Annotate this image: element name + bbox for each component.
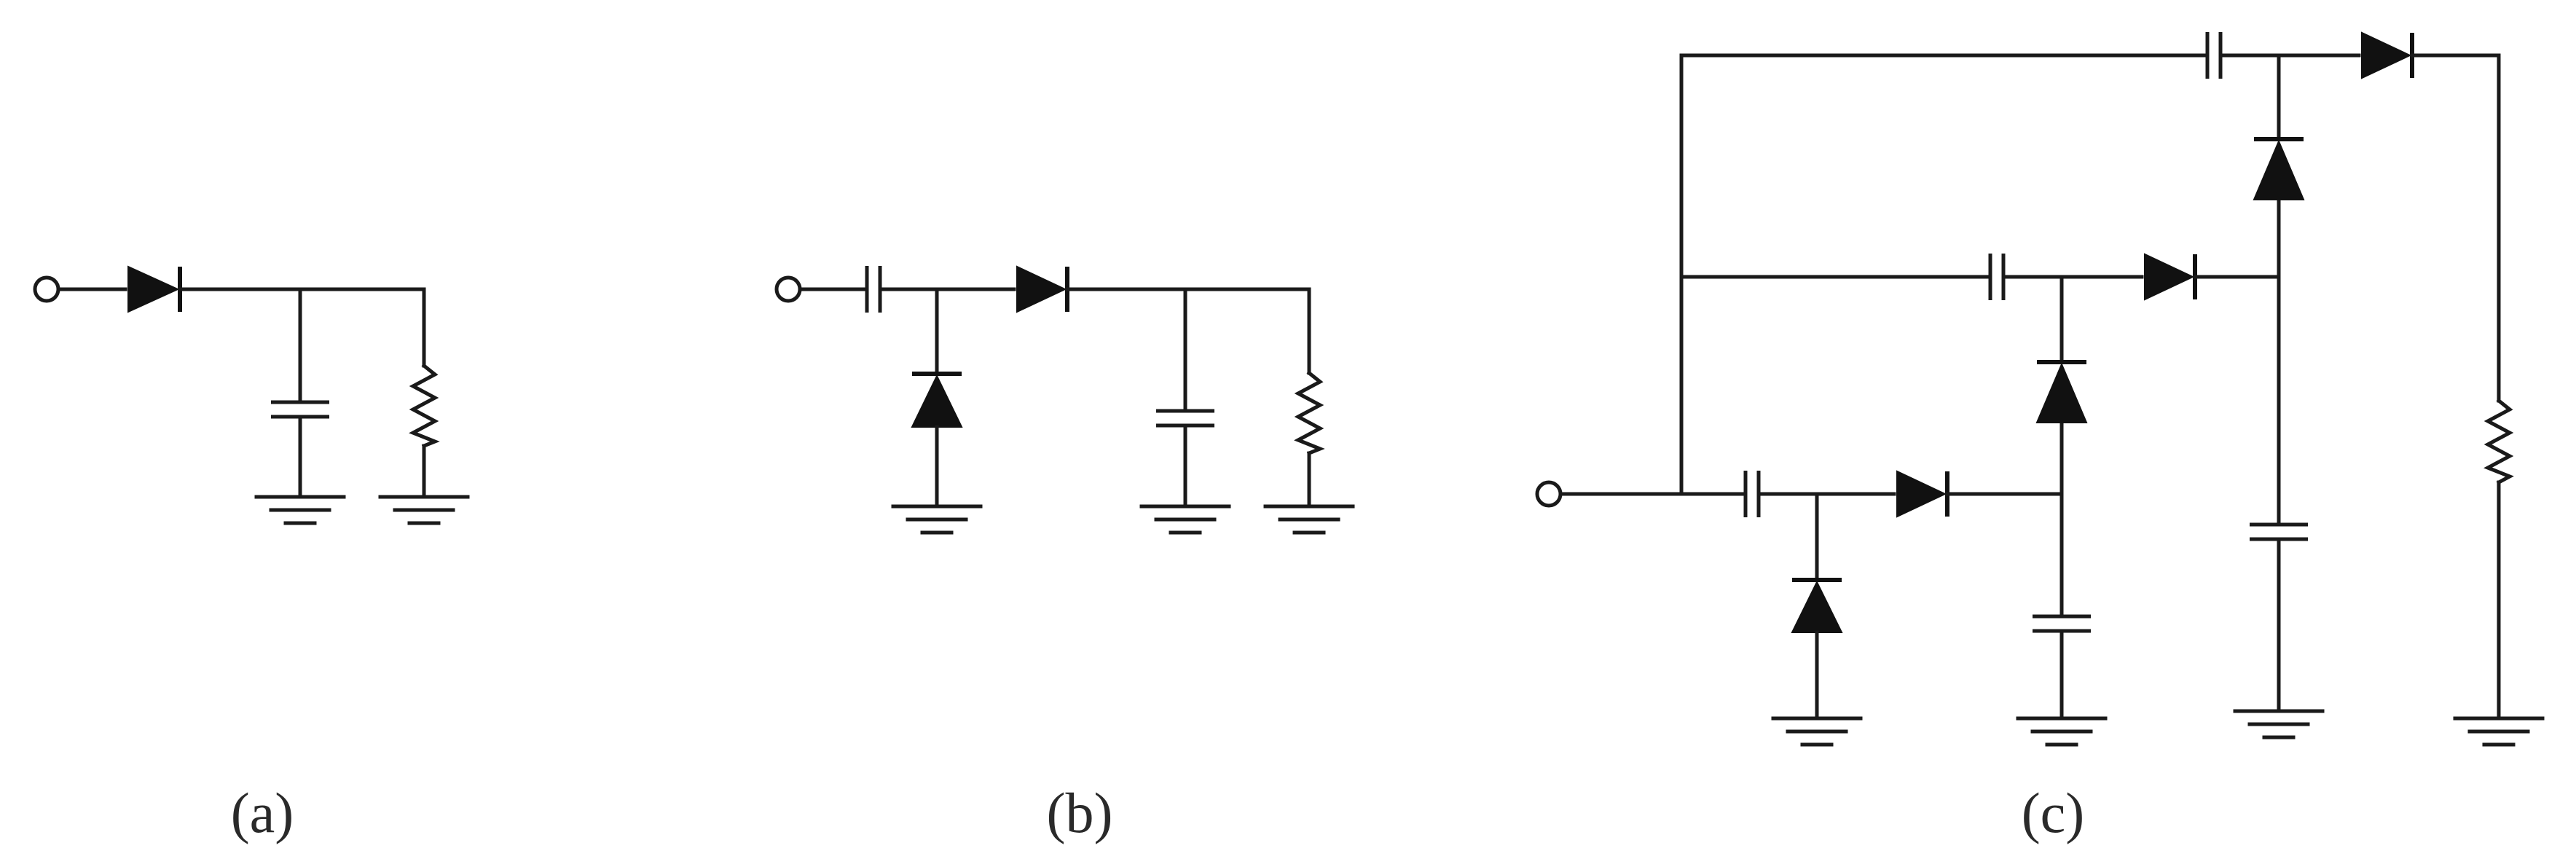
ground-symbol [891, 504, 983, 535]
ground-symbol [1139, 504, 1231, 535]
ground-symbol [1771, 716, 1863, 747]
shunt-capacitor [2250, 522, 2308, 541]
shunt-diode [911, 372, 963, 428]
series-capacitor-2 [1988, 254, 2006, 300]
shunt-diode [1791, 578, 1843, 633]
series-capacitor-3 [2205, 32, 2223, 79]
series-capacitor [865, 266, 882, 313]
series-capacitor-1 [1743, 471, 1761, 517]
input-terminal [33, 275, 60, 303]
load-resistor [2483, 398, 2514, 485]
panel-label: (c) [2022, 781, 2085, 844]
ground-symbol [2233, 709, 2325, 740]
panel-label: (a) [231, 781, 294, 844]
capacitor [271, 400, 329, 419]
input-terminal [774, 275, 802, 303]
panel-c: (c) [1535, 31, 2545, 844]
diode [2144, 253, 2197, 301]
resistor [409, 363, 440, 449]
ground-symbol [2453, 716, 2545, 747]
panel-b: (b) [774, 265, 1355, 844]
diode [127, 265, 182, 313]
capacitor [1156, 409, 1214, 428]
diode [1016, 265, 1069, 313]
ground-symbol [378, 495, 470, 525]
panel-label: (b) [1047, 781, 1113, 844]
panel-a: (a) [33, 265, 470, 844]
diode [2361, 31, 2414, 79]
shunt-diode [2253, 137, 2305, 200]
shunt-diode [2035, 360, 2088, 423]
diode [1896, 470, 1949, 518]
input-terminal [1535, 480, 1563, 508]
ground-symbol [254, 495, 346, 525]
shunt-capacitor [2033, 614, 2091, 633]
ground-symbol [1263, 504, 1355, 535]
resistor [1294, 370, 1325, 456]
ground-symbol [2016, 716, 2108, 747]
